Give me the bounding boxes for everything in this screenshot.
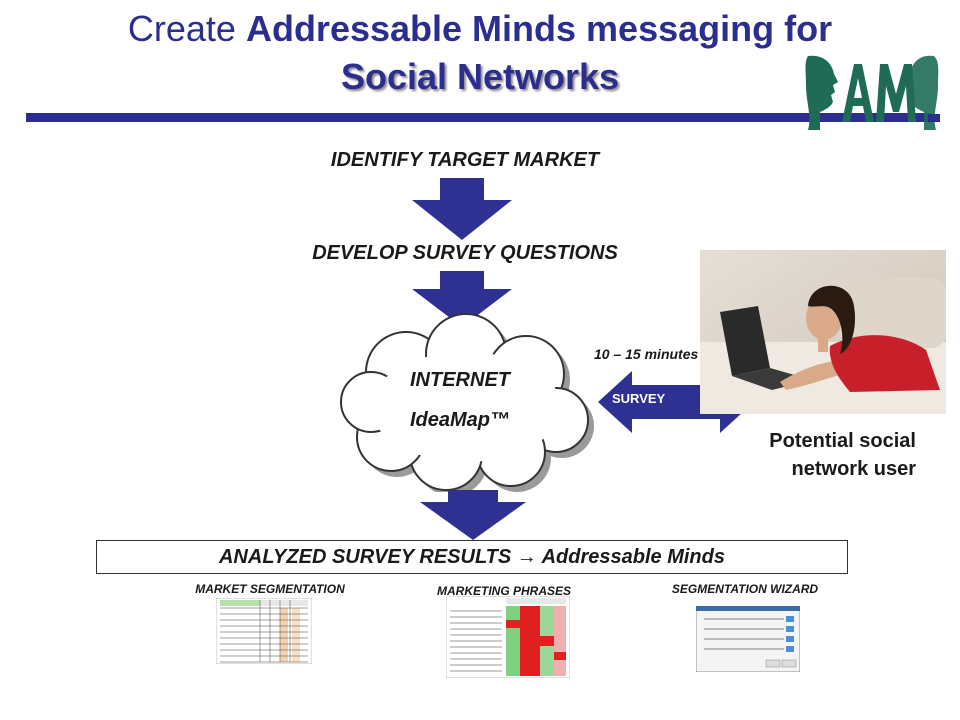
marketing-phrases-thumbnail xyxy=(446,596,570,678)
page-title: Create Addressable Minds messaging for xyxy=(0,8,960,50)
cloud-label-ideamap: IdeaMap™ xyxy=(409,409,511,431)
survey-label: SURVEY xyxy=(612,391,666,406)
down-arrow-icon xyxy=(420,490,526,540)
user-caption-line2: network user xyxy=(791,458,916,480)
step-identify-target-market: IDENTIFY TARGET MARKET xyxy=(330,149,600,171)
internet-cloud-icon xyxy=(340,313,594,492)
user-caption: Potential social network user xyxy=(708,427,916,483)
page-title-line2: Social Networks xyxy=(340,56,620,97)
title-emphasis: Addressable Minds messaging for xyxy=(245,8,833,49)
addressable-minds-logo xyxy=(805,55,940,131)
output-label-segmentation: MARKET SEGMENTATION xyxy=(195,582,345,596)
segmentation-wizard-thumbnail xyxy=(696,606,800,672)
market-segmentation-thumbnail xyxy=(216,598,312,664)
woman-with-laptop-photo xyxy=(700,250,946,414)
title-divider xyxy=(26,113,930,122)
survey-duration: 10 – 15 minutes xyxy=(594,346,699,362)
title-prefix: Create xyxy=(127,8,246,49)
analyzed-results-box: ANALYZED SURVEY RESULTS → Addressable Mi… xyxy=(96,540,848,574)
down-arrow-icon xyxy=(412,271,512,327)
cloud-label-internet: INTERNET xyxy=(410,369,510,391)
user-caption-line1: Potential social xyxy=(769,430,916,452)
down-arrow-icon xyxy=(412,178,512,240)
output-label-wizard: SEGMENTATION WIZARD xyxy=(671,582,819,596)
step-develop-survey-questions: DEVELOP SURVEY QUESTIONS xyxy=(312,242,618,264)
output-label-phrases: MARKETING PHRASES xyxy=(436,584,571,598)
